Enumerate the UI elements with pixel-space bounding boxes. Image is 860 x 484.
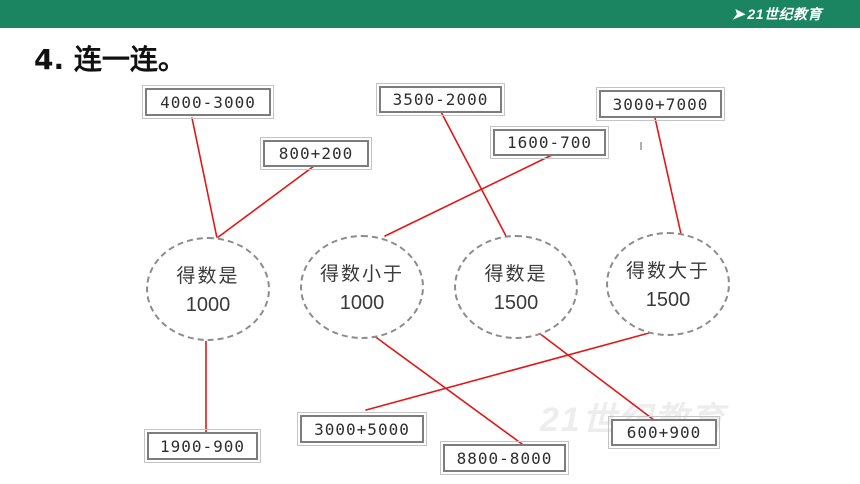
runner-logo-icon: ➤ [731,6,745,23]
oval-label: 得数是 [484,263,548,285]
oval-value: 1500 [645,289,691,311]
brand-logo-text: 21世纪教育 [747,6,822,22]
top-card-3500-2000[interactable]: 3500-2000 [376,83,505,116]
top-card-4000-3000[interactable]: 4000-3000 [142,85,274,119]
connection-line [534,329,655,421]
connection-line [191,117,218,239]
connection-line [216,165,315,239]
oval-value: 1500 [493,292,539,314]
brand-logo: ➤ 21世纪教育 [732,3,822,25]
bottom-card-1900-900[interactable]: 1900-900 [144,429,261,463]
top-card-1600-700[interactable]: 1600-700 [490,126,609,159]
header-bar: ➤ 21世纪教育 [0,0,860,28]
bottom-card-3000+5000[interactable]: 3000+5000 [297,412,427,446]
connection-line [439,109,507,237]
bottom-card-600+900[interactable]: 600+900 [608,416,720,449]
oval-result-equals-1000[interactable]: 得数是 1000 [146,237,270,341]
connection-line [365,329,523,445]
top-card-800+200[interactable]: 800+200 [260,137,372,170]
connection-line [654,117,682,235]
oval-value: 1000 [339,292,385,314]
connection-line [384,154,553,237]
oval-label: 得数小于 [319,263,404,285]
question-title: 4. 连一连。 [34,43,186,76]
oval-label: 得数大于 [625,260,710,282]
oval-label: 得数是 [176,265,240,287]
top-card-3000+7000[interactable]: 3000+7000 [596,87,725,121]
oval-result-greater-than-1500[interactable]: 得数大于 1500 [606,232,730,336]
oval-result-less-than-1000[interactable]: 得数小于 1000 [300,235,424,339]
oval-result-equals-1500[interactable]: 得数是 1500 [454,235,578,339]
connection-line [365,329,661,411]
stray-mark [640,142,642,150]
bottom-card-8800-8000[interactable]: 8800-8000 [440,441,569,475]
oval-value: 1000 [185,294,231,316]
